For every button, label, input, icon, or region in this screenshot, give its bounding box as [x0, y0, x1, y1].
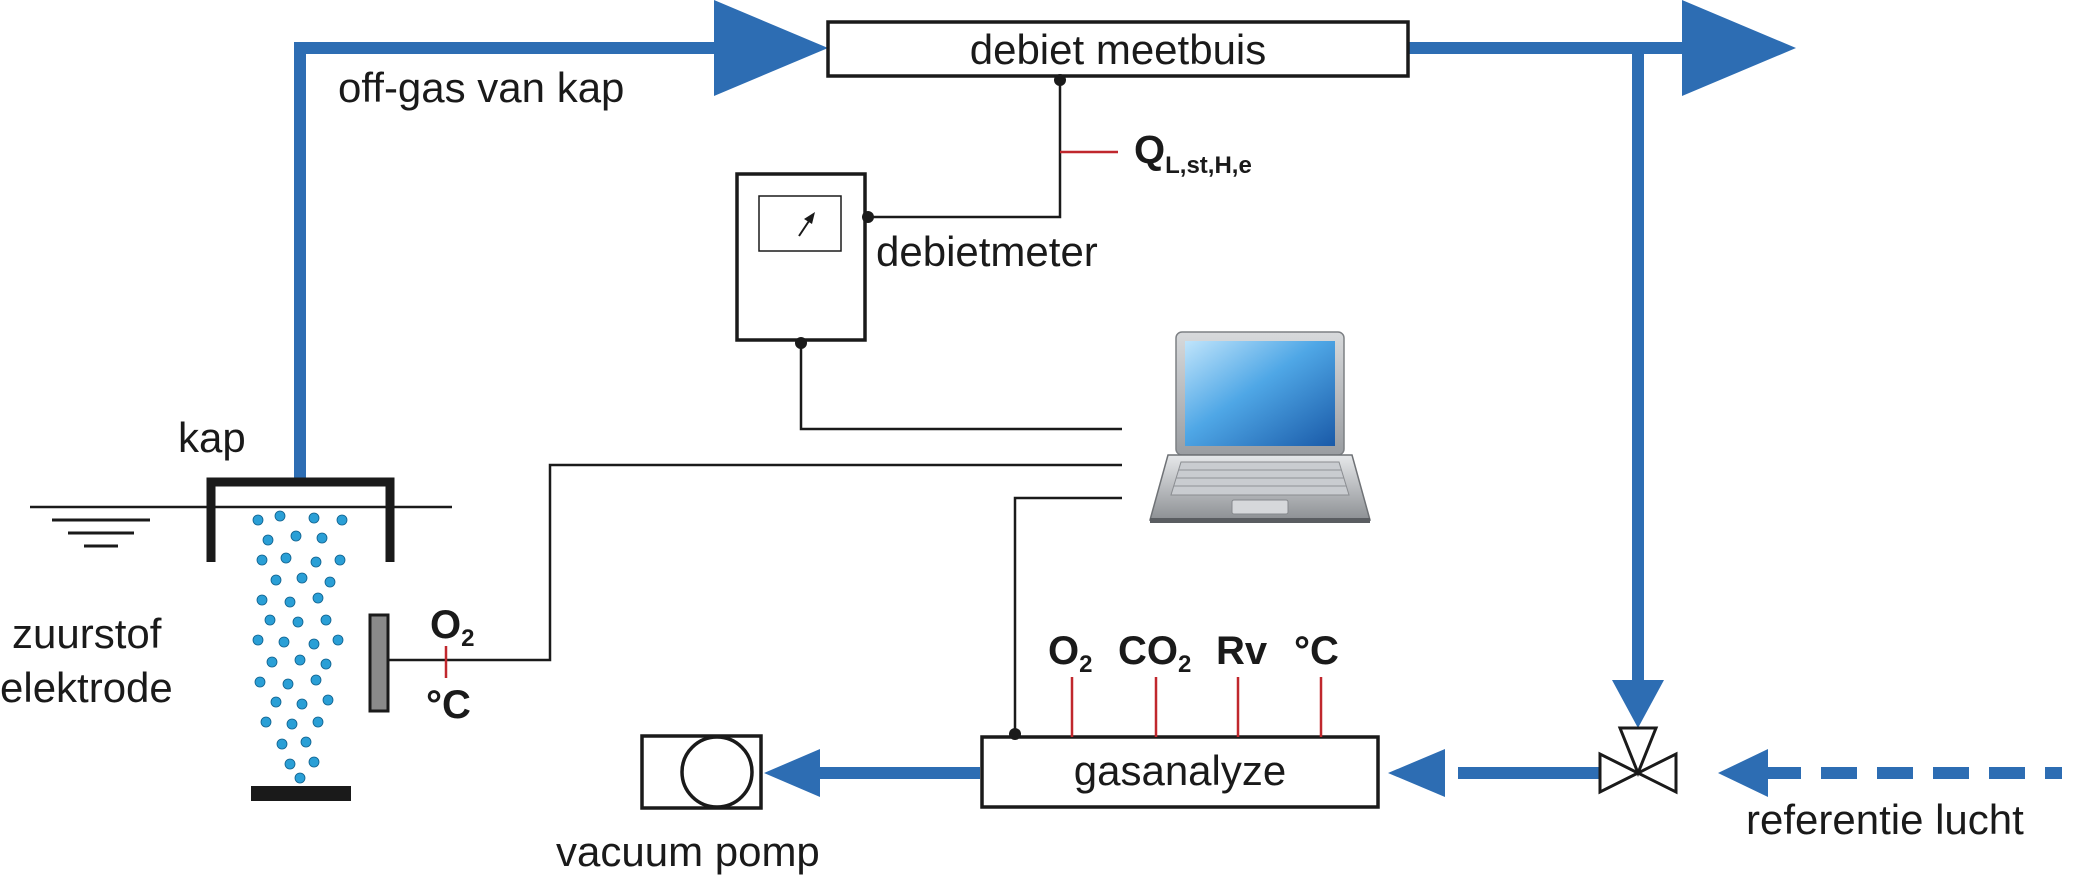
bubble	[334, 554, 346, 566]
bubble	[308, 512, 320, 524]
electrode-label-line2: elektrode	[0, 664, 173, 711]
bubble	[284, 596, 296, 608]
bubble	[310, 674, 322, 686]
gauge-needle-icon	[798, 212, 815, 237]
three-way-valve-icon	[1598, 726, 1678, 795]
bubble	[270, 696, 282, 708]
flowmeter-laptop-wire	[799, 346, 1122, 431]
analyzer-pump-arrow-head	[764, 749, 820, 797]
bubble	[260, 716, 272, 728]
flow-signal-label: QL,st,H,e	[1134, 128, 1252, 179]
electrode-temp-label: °C	[426, 683, 471, 727]
bubble	[294, 772, 306, 784]
gas-co2-main: CO	[1118, 629, 1178, 673]
bubble	[264, 614, 276, 626]
gas-analyzer-label: gasanalyze	[1074, 747, 1286, 794]
bubble	[254, 676, 266, 688]
offgas-arrow-head	[714, 0, 828, 96]
bubble	[312, 716, 324, 728]
bubble	[296, 698, 308, 710]
gas-o2-main: O	[1048, 629, 1079, 673]
bubble	[308, 756, 320, 768]
flow-tube-connector	[1054, 74, 1066, 86]
bubble	[256, 554, 268, 566]
electrode-o2-main: O	[430, 603, 461, 647]
flowmeter-label: debietmeter	[876, 228, 1098, 275]
flowmeter-connector-right	[862, 211, 874, 223]
flow-tube-label: debiet meetbuis	[970, 26, 1267, 73]
bubble	[308, 638, 320, 650]
oxygen-electrode	[368, 613, 390, 713]
analyzer-laptop-wire	[1013, 496, 1122, 732]
gas-o2-label: O2	[1048, 629, 1092, 678]
bubble	[276, 738, 288, 750]
sample-branch-arrow-head	[1612, 680, 1664, 728]
bubble	[320, 658, 332, 670]
bubbles	[252, 510, 348, 784]
offgas-label: off-gas van kap	[338, 64, 624, 111]
gas-co2-label: CO2	[1118, 629, 1191, 678]
bubble	[262, 534, 274, 546]
bubble	[252, 514, 264, 526]
electrode-laptop-wire	[385, 463, 1122, 662]
electrode-o2-sub: 2	[461, 625, 474, 652]
bubble	[284, 758, 296, 770]
vacuum-pump-icon	[640, 734, 763, 810]
electrode-label-line1: zuurstof	[12, 610, 162, 657]
flowmeter-display	[758, 195, 842, 252]
bubble	[278, 636, 290, 648]
valve-analyzer-arrow-head	[1388, 749, 1445, 797]
gas-o2-sub: 2	[1079, 651, 1092, 678]
reference-air-label: referentie lucht	[1746, 796, 2024, 843]
bubble	[294, 654, 306, 666]
bubble	[256, 594, 268, 606]
offgas-pipe	[294, 42, 740, 478]
bubble	[280, 552, 292, 564]
exhaust-arrow-head	[1682, 0, 1796, 96]
bubble	[266, 656, 278, 668]
vacuum-pump-label: vacuum pomp	[556, 828, 820, 875]
hood-label: kap	[178, 414, 246, 461]
bubble	[324, 576, 336, 588]
gas-rv-label: Rv	[1216, 629, 1268, 673]
electrode-o2-label: O2	[430, 603, 474, 652]
gas-co2-sub: 2	[1178, 651, 1191, 678]
hood	[206, 477, 395, 562]
bubble	[252, 634, 264, 646]
bubble	[316, 532, 328, 544]
bubble	[332, 634, 344, 646]
bubble	[292, 616, 304, 628]
laptop-icon	[1149, 331, 1371, 523]
bubble	[320, 614, 332, 626]
flow-tube-box	[826, 20, 1410, 78]
gas-analyzer-box	[980, 735, 1380, 809]
bubble	[296, 572, 308, 584]
bubble	[274, 510, 286, 522]
bubble	[312, 592, 324, 604]
flow-signal-symbol: Q	[1134, 128, 1165, 172]
bubble	[286, 718, 298, 730]
water-level-symbol	[52, 518, 150, 548]
bubble	[290, 530, 302, 542]
bubble	[270, 574, 282, 586]
diffuser	[251, 786, 351, 801]
bubble	[336, 514, 348, 526]
flowmeter-connector-bottom	[795, 337, 807, 349]
gas-temp-label: °C	[1294, 629, 1339, 673]
bubble	[322, 694, 334, 706]
bubble	[310, 556, 322, 568]
gas-analyzer-connector	[1009, 728, 1021, 740]
flow-tube-wire	[868, 78, 1062, 219]
flow-signal-subscript: L,st,H,e	[1165, 152, 1252, 179]
bubble	[300, 736, 312, 748]
bubble	[282, 678, 294, 690]
gas-analyzer-signal-ticks	[1070, 677, 1323, 737]
reference-air-arrow-head	[1718, 749, 1768, 797]
